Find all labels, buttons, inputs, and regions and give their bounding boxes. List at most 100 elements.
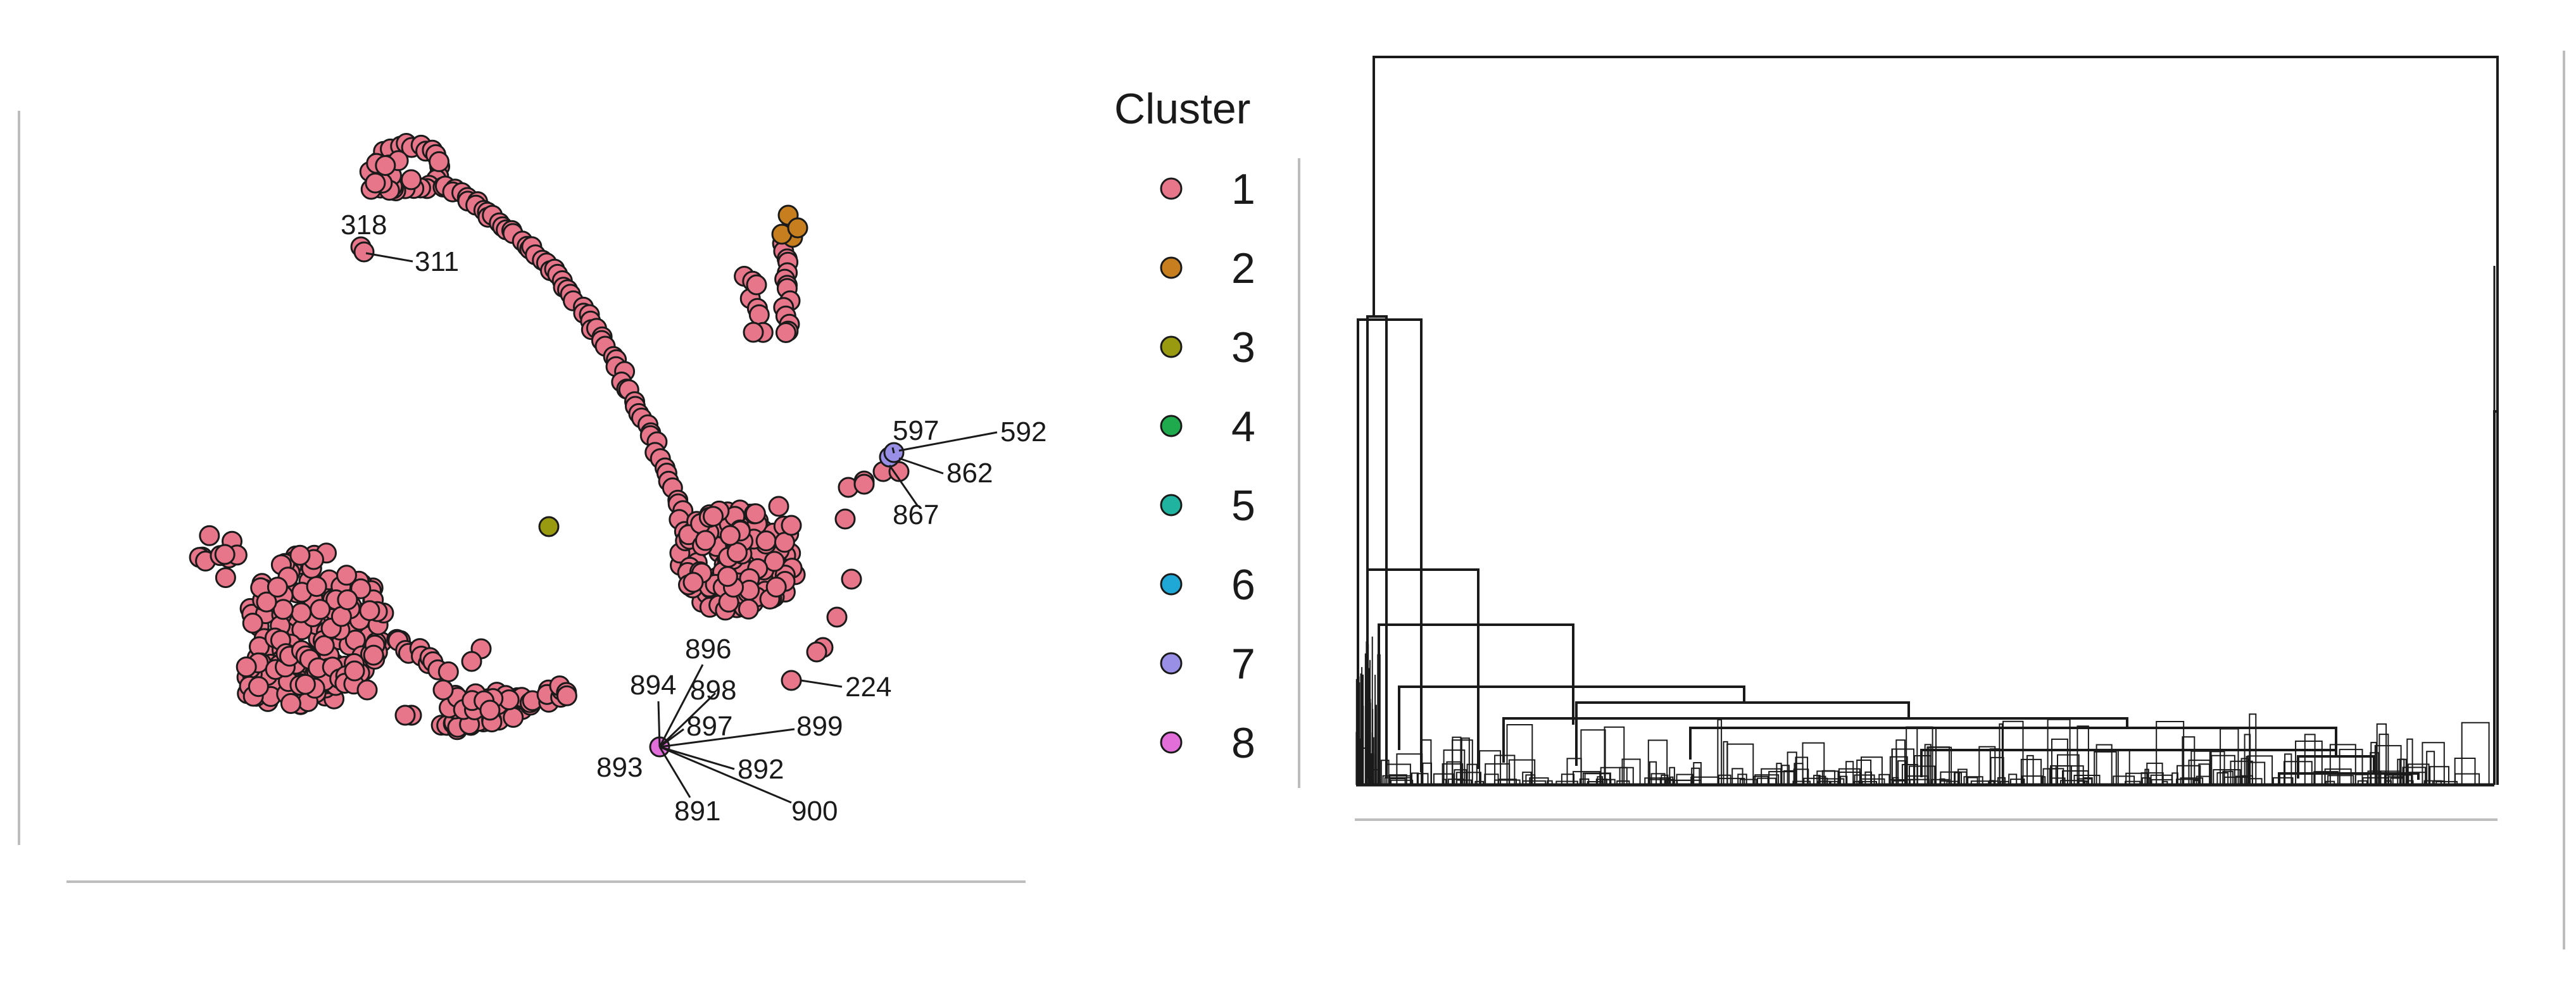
dendrogram-leaf-branch [1443,749,1466,785]
dendrogram-leaf-branch [2329,744,2356,785]
dendrogram-branch [1398,685,1745,750]
scatter-point-cluster-2 [787,217,808,239]
scatter-point-cluster-1 [199,525,220,546]
dendrogram-leaf-branch [1731,768,1744,785]
point-label: 896 [685,634,731,665]
point-label: 224 [845,672,891,703]
scatter-point-cluster-1 [748,304,770,325]
dendrogram-leaf-branch [1817,780,1831,785]
dendrogram-leaf-branch [2354,773,2369,785]
label-leader-line [658,664,704,748]
scatter-point-cluster-1 [703,506,724,527]
dendrogram-leaf-branch [2051,738,2068,785]
dendrogram-leaf-branch [2113,775,2135,785]
dendrogram-leaf-branch [1889,756,1908,785]
scatter-point-cluster-1 [437,661,459,682]
dendrogram-leaf-branch [1411,772,1419,785]
dendrogram-leaf-branch [1396,753,1423,785]
point-label: 891 [674,796,720,827]
dendrogram-leaf-branch [2272,777,2294,785]
legend-label: 4 [1231,403,1255,451]
dendrogram-leaf-branch [2339,749,2363,785]
dendrogram-leaf-branch [2423,780,2442,785]
dendrogram-leaf-branch [2146,762,2163,785]
legend-label: 2 [1231,244,1255,292]
dendrogram-leaf-branch [1845,761,1854,785]
scatter-point-cluster-1 [214,544,236,565]
dendrogram-leaf-branch [2241,775,2253,785]
dendrogram-leaf-branch [2180,777,2204,785]
scatter-point-cluster-1 [841,568,862,590]
dendrogram-branch [1357,318,1423,785]
dendrogram-leaf-branch [2222,770,2234,785]
dendrogram-leaf-branch [1914,755,1932,785]
dendrogram-leaf-branch [1525,774,1536,785]
scatter-point-cluster-1 [375,155,396,176]
label-leader-line [658,746,691,798]
scatter-point-cluster-1 [242,613,263,634]
scatter-point-cluster-1 [429,151,449,172]
point-label: 597 [893,415,939,446]
label-leader-line [659,728,795,748]
dendrogram-leaf-branch [1892,780,1908,785]
legend-label: 3 [1231,323,1255,372]
dendrogram-leaf-branch [1691,767,1700,785]
dendrogram-leaf-branch [2177,765,2201,785]
scatter-point-cluster-1 [336,565,357,586]
legend-key-cluster-3 [1160,335,1183,358]
scatter-point-cluster-1 [236,656,257,678]
dendrogram-leaf-branch [1853,780,1877,785]
dendrogram-leaf-branch [1669,767,1675,785]
scatter-point-cluster-1 [781,515,802,536]
dendrogram-leaf-branch [2304,734,2316,785]
dendrogram-leaf-branch [2020,758,2042,785]
legend-label: 7 [1231,640,1255,688]
scatter-point-cluster-1 [717,566,738,587]
scatter-point-cluster-1 [432,679,454,701]
scatter-point-cluster-1 [267,577,288,598]
dendrogram-leaf-branch [1442,779,1447,785]
label-leader-line [365,252,413,263]
dendrogram-panel [1355,51,2565,949]
dendrogram-leaf-branch [1757,777,1777,785]
scatter-point-cluster-1 [806,641,827,663]
legend-key-cluster-7 [1160,652,1183,675]
dendrogram-leaf-branch [2094,751,2117,785]
scatter-point-cluster-1 [363,644,384,666]
dendrogram-leaf-branch [1988,780,1995,785]
dendrogram-leaf-branch [2313,771,2339,785]
scatter-point-cluster-3 [538,516,560,537]
dendrogram-branch [1366,568,1480,769]
dendrogram-branch [2278,772,2420,784]
scatter-point-cluster-1 [310,599,331,620]
dendrogram-leaf-branch [1954,771,1960,785]
dendrogram-leaf-branch [2408,772,2427,785]
dendrogram-leaf-branch [1939,778,1945,785]
dendrogram-leaf-branch [1390,779,1414,785]
dendrogram-leaf-branch [1906,726,1933,785]
dendrogram-leaf-branch [2435,780,2458,785]
dendrogram-leaf-branch [1787,751,1797,785]
point-label: 899 [796,711,843,742]
scatter-point-cluster-1 [350,578,372,599]
dendrogram-leaf-branch [1494,754,1516,785]
legend-label: 6 [1231,561,1255,609]
dendrogram-leaf-branch [2295,741,2323,785]
dendrogram-leaf-branch [1580,729,1606,785]
legend-title: Cluster [1114,85,1250,133]
dendrogram-leaf-branch [1547,780,1553,785]
dendrogram-leaf-branch [2370,742,2377,785]
scatter-point-cluster-1 [394,704,416,726]
dendrogram-leaf-branch [1978,746,1996,785]
legend-key-cluster-8 [1160,731,1183,754]
dendrogram-leaf-branch [1739,779,1757,785]
dendrogram-leaf-branch [2073,775,2101,785]
dendrogram-leaf-branch [1878,773,1890,785]
dendrogram-leaf-branch [2380,770,2402,785]
label-leader-line [898,457,944,475]
scatter-point-cluster-1 [401,169,422,191]
legend-key-cluster-1 [1160,177,1183,200]
dendrogram-leaf-branch [2378,734,2389,785]
